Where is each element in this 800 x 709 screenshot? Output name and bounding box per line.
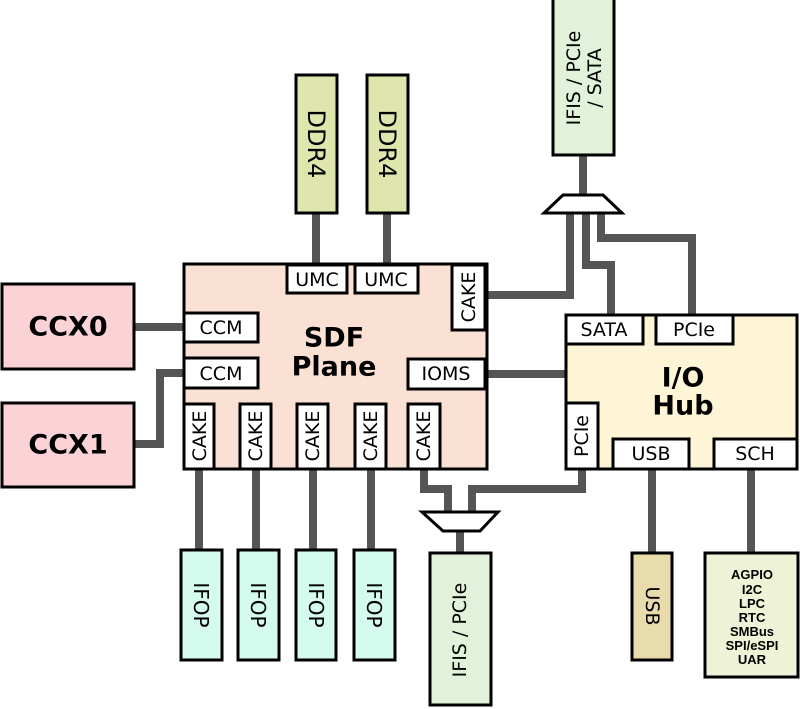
ifis-pcie-bottom-box — [428, 551, 493, 707]
ifop-box-1 — [236, 548, 281, 662]
umc-box-1 — [353, 263, 420, 295]
wire-mux-sata — [582, 213, 615, 316]
usb-label: USB — [631, 443, 670, 465]
sch-item: SMBus — [730, 624, 774, 639]
ccx1-label: CCX1 — [28, 430, 107, 461]
io-hub: I/O Hub SATA PCIe PCIe USB SCH — [564, 313, 799, 471]
ifop-box-2 — [294, 548, 338, 662]
ccm-box-0 — [182, 311, 260, 344]
sdf-title-1: SDF — [304, 323, 364, 354]
ddr4-label-1: DDR4 — [373, 110, 401, 179]
sdf-plane: SDF Plane UMC UMC CAKE CCM CCM IOMS CAKE… — [182, 262, 489, 471]
wire-pcie-mux-bottom — [468, 468, 586, 512]
cake-top-box — [450, 263, 487, 332]
sch-label: SCH — [735, 443, 775, 465]
cake-label-3: CAKE — [360, 411, 382, 462]
sch-ext-box — [703, 551, 800, 679]
ifop-label-2: IFOP — [304, 582, 328, 627]
ifop-label-0: IFOP — [189, 582, 213, 627]
wire-mux-cake — [486, 213, 574, 299]
ccx0-box — [0, 282, 136, 371]
sch-item: AGPIO — [731, 567, 773, 582]
ccm-label-0: CCM — [200, 317, 243, 339]
cake-top-label: CAKE — [458, 272, 480, 323]
ccm-box-1 — [182, 356, 260, 390]
mux-bottom — [418, 510, 502, 533]
umc-label-0: UMC — [295, 269, 339, 291]
ifis-top-line2: / SATA — [584, 48, 606, 108]
sata-box — [564, 313, 645, 346]
sch-item: LPC — [739, 596, 766, 611]
mux-top — [540, 193, 626, 215]
wire-ccx1-ccm — [134, 369, 186, 448]
io-hub-title-2: Hub — [652, 391, 713, 422]
ccx0-label: CCX0 — [28, 312, 107, 343]
cake-label-4: CAKE — [413, 411, 435, 462]
ioms-label: IOMS — [421, 363, 470, 385]
sata-label: SATA — [580, 319, 627, 341]
cake-label-2: CAKE — [302, 411, 324, 462]
cake-box-0 — [182, 402, 216, 471]
ioms-box — [406, 357, 487, 391]
wires — [134, 154, 755, 555]
usb-box — [611, 437, 691, 471]
sch-item: I2C — [742, 582, 763, 597]
cake-label-1: CAKE — [245, 411, 267, 462]
pcie-side-box — [564, 401, 600, 471]
ifis-top-line1: IFIS / PCIe — [563, 31, 585, 126]
io-hub-title-1: I/O — [662, 363, 705, 394]
ifop-box-0 — [179, 548, 224, 662]
cake-label-0: CAKE — [189, 411, 211, 462]
sch-item: UAR — [738, 652, 767, 667]
umc-label-1: UMC — [364, 269, 408, 291]
wire-mux-pcie — [597, 213, 696, 316]
pcie-side-label: PCIe — [571, 415, 593, 457]
ddr4-box-0 — [294, 73, 339, 215]
ifop-label-1: IFOP — [246, 582, 270, 627]
wire-cake-mux-bottom — [420, 468, 452, 512]
usb-ext-label: USB — [641, 586, 663, 625]
cake-box-2 — [295, 402, 330, 471]
cake-box-4 — [406, 402, 442, 471]
ifis-bottom-label: IFIS / PCIe — [449, 583, 471, 678]
ddr4-label-0: DDR4 — [302, 110, 330, 179]
ifis-pcie-sata-box — [551, 0, 616, 157]
sch-item: RTC — [739, 610, 766, 625]
cake-box-3 — [353, 402, 388, 471]
ddr4-box-1 — [365, 73, 410, 215]
sch-box — [712, 437, 799, 471]
ifop-label-3: IFOP — [362, 582, 386, 627]
ccm-label-1: CCM — [200, 363, 243, 385]
sch-item: SPI/eSPI — [726, 638, 779, 653]
sch-ext-list: AGPIO I2C LPC RTC SMBus SPI/eSPI UAR — [726, 567, 779, 667]
ccx1-box — [0, 401, 136, 489]
umc-box-0 — [285, 263, 349, 295]
sdf-title-2: Plane — [292, 352, 377, 383]
ifop-box-3 — [352, 548, 397, 662]
pcie-top-label: PCIe — [673, 319, 715, 341]
usb-ext-box — [630, 551, 674, 662]
pcie-top-box — [654, 313, 735, 346]
cake-box-1 — [238, 402, 273, 471]
